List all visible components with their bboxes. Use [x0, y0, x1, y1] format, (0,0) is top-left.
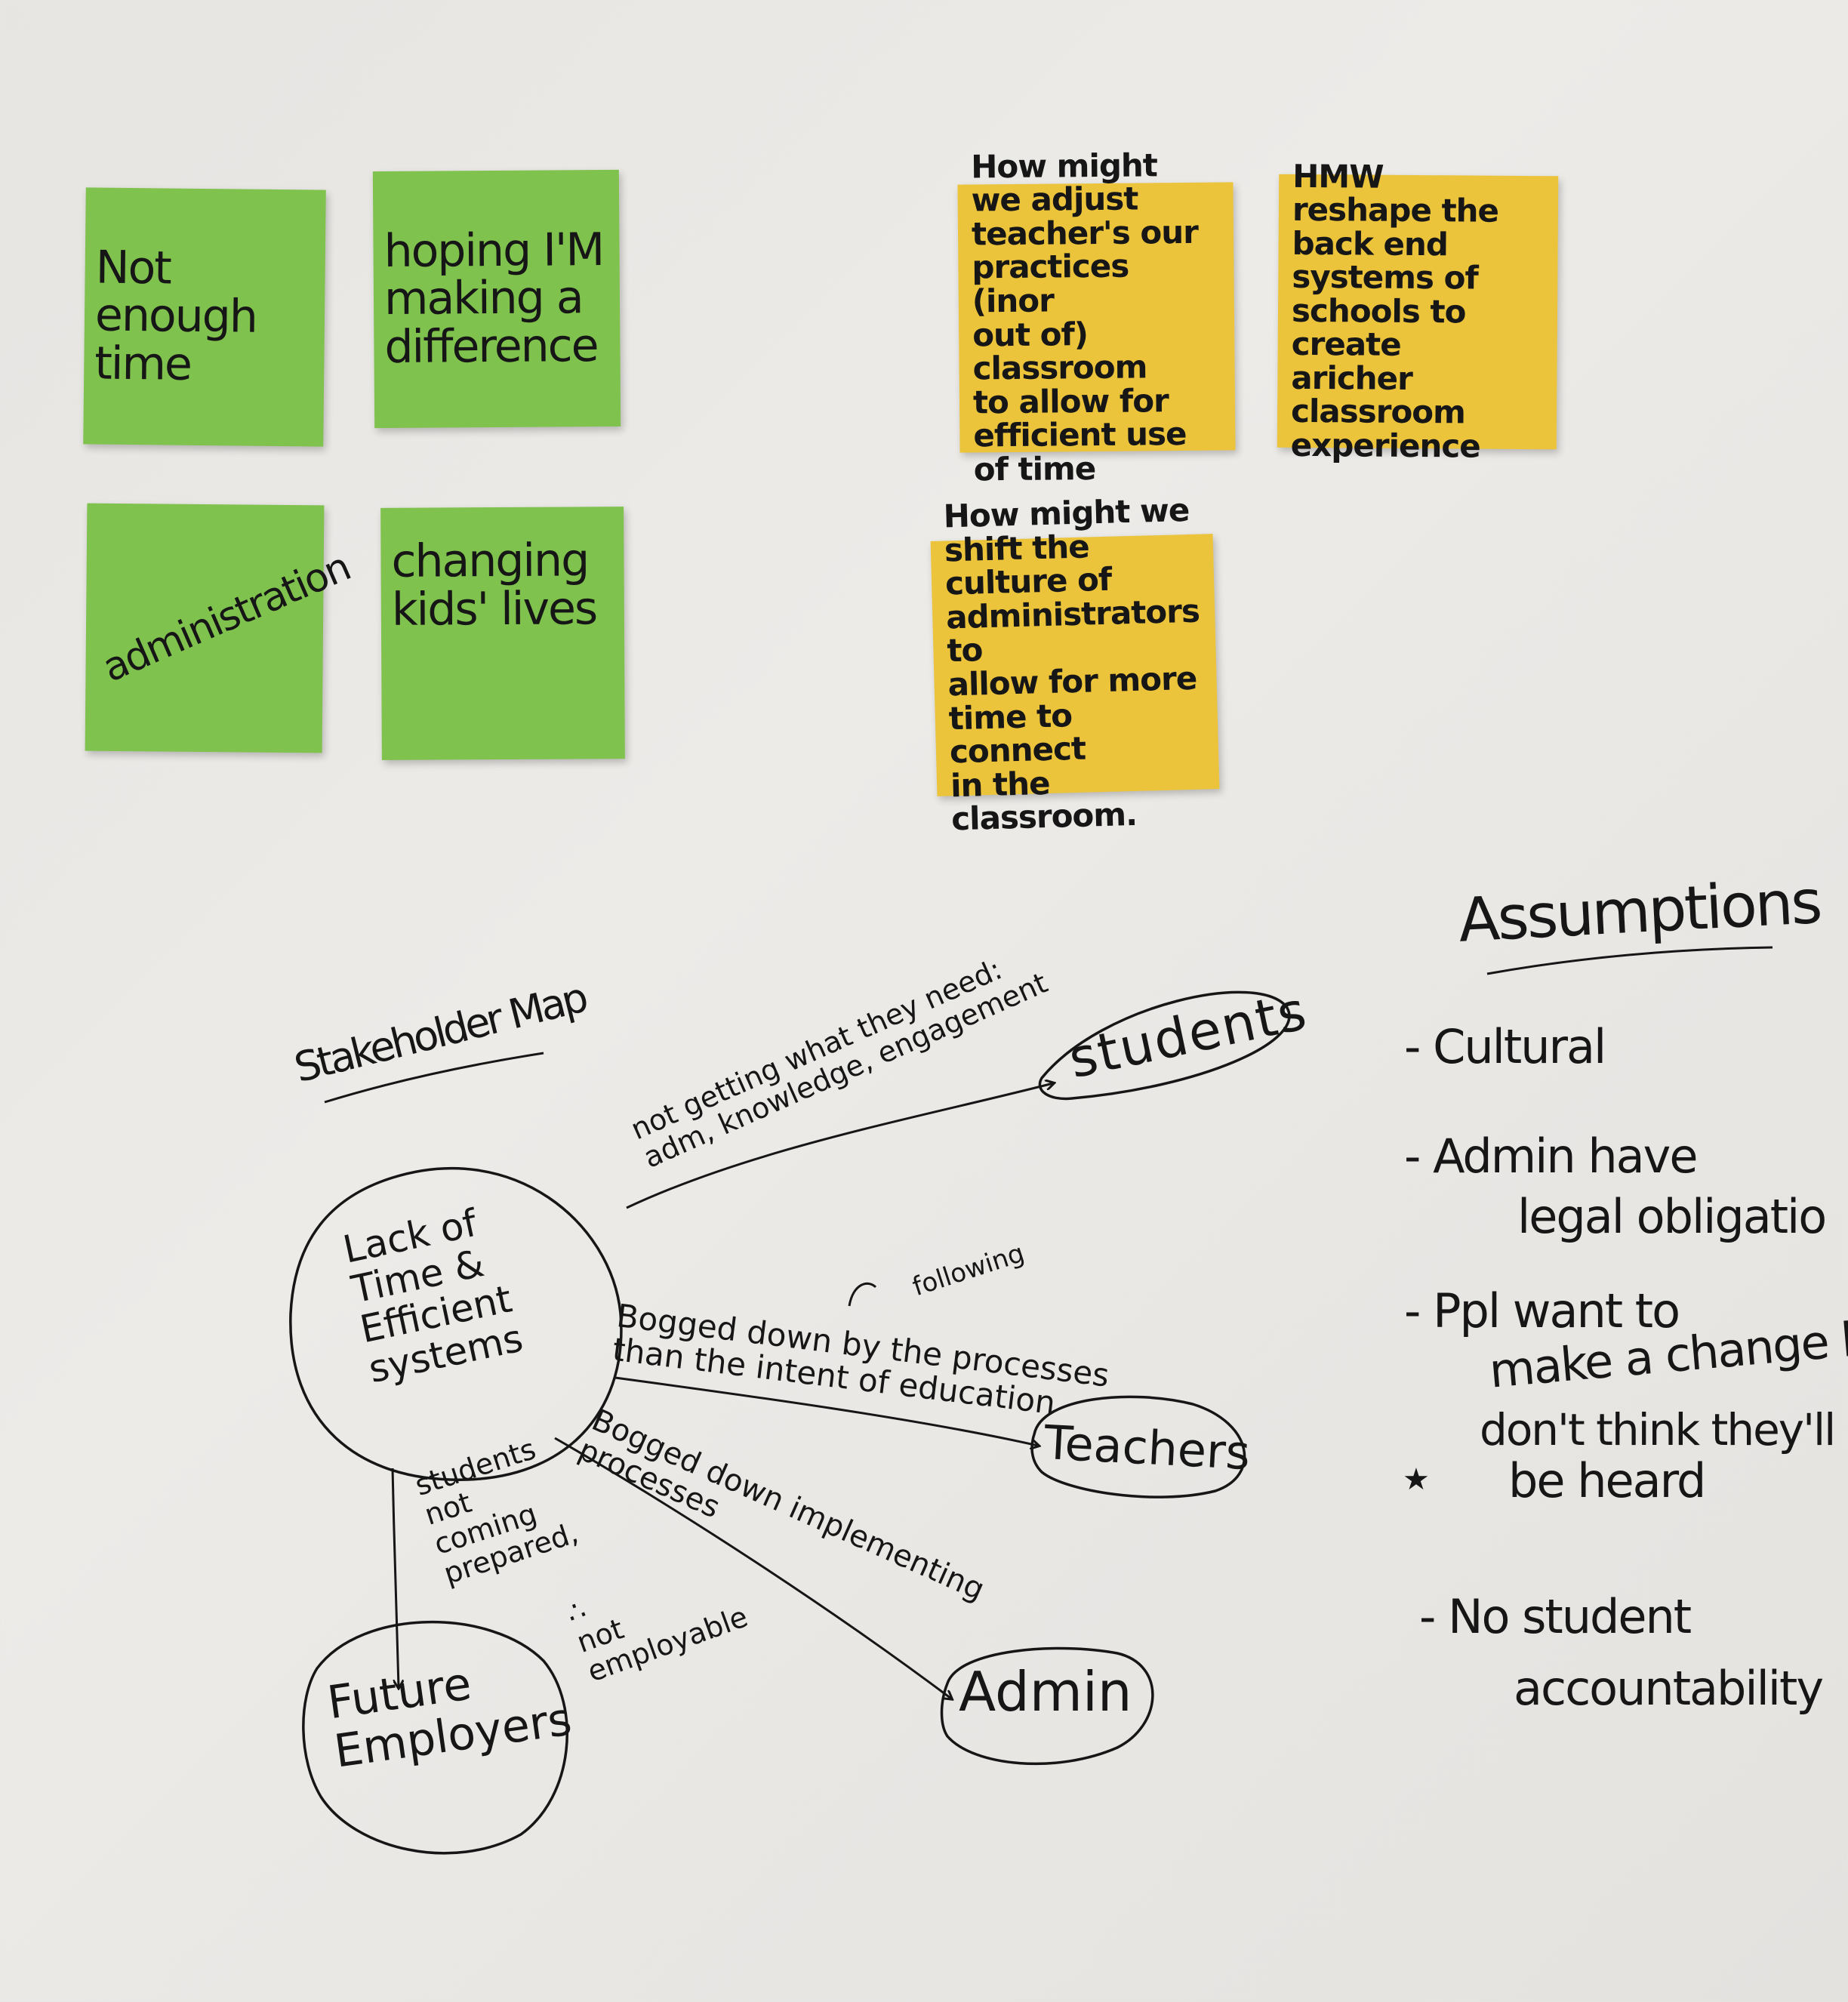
teachers-ellipse: [1030, 1395, 1246, 1498]
teachers-node-label: Teachers: [1043, 1415, 1252, 1481]
assumptions-underline: [1486, 946, 1773, 975]
center-node-label: Lack of Time & Efficient systems: [339, 1200, 527, 1392]
assumptions-title: Assumptions: [1456, 866, 1822, 956]
arrow-to-admin: [554, 1437, 951, 1699]
admin-ellipse: [940, 1646, 1154, 1766]
assumption-line: - Admin have: [1404, 1129, 1699, 1184]
assumption-line: - No student: [1419, 1589, 1692, 1644]
students-ellipse: [1038, 990, 1291, 1101]
assumption-line: be heard: [1508, 1453, 1706, 1508]
assumption-line: legal obligatio: [1517, 1189, 1827, 1244]
admin-node-label: Admin: [959, 1660, 1132, 1723]
star-icon: ★: [1403, 1462, 1430, 1497]
employers-circle: [302, 1621, 568, 1855]
arrow-to-employers: [391, 1468, 399, 1687]
arrow-to-teachers: [614, 1376, 1038, 1446]
assumption-line: accountability: [1514, 1661, 1824, 1716]
center-circle: [289, 1166, 623, 1481]
insert-caret: [848, 1282, 877, 1307]
arrow-to-students: [626, 1083, 1053, 1209]
title-underline: [324, 1052, 544, 1104]
assumption-line: don't think they'll: [1480, 1404, 1836, 1455]
assumption-line: - Cultural: [1404, 1019, 1606, 1074]
assumption-line: - Ppl want to: [1404, 1283, 1680, 1338]
